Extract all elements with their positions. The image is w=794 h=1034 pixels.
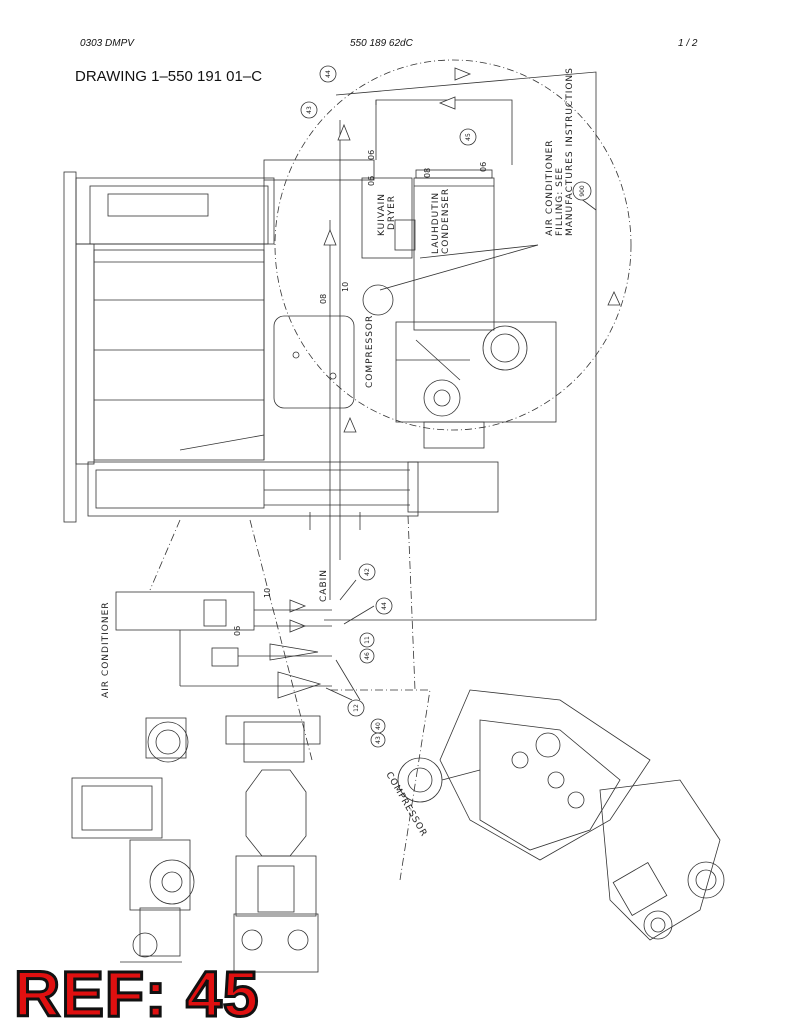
balloon-12: 12 (353, 704, 360, 712)
dryer (361, 177, 413, 259)
balloon-43b: 43 (375, 736, 382, 744)
balloon-44b: 44 (381, 602, 388, 610)
air-conditioner-unit (115, 591, 255, 631)
drawing-title: DRAWING 1–550 191 01–C (75, 68, 263, 85)
part-number: 550 189 62dC (350, 38, 413, 49)
label-condenser-fi: LAUHDUTIN (431, 192, 441, 254)
ref-stamp: REF: 45 (12, 958, 260, 1030)
label-cabin: CABIN (319, 569, 329, 602)
label-dryer-fi: KUIVAIN (377, 193, 387, 236)
balloon-900: 900 (579, 185, 586, 197)
hose-route-main (324, 71, 597, 621)
lower-side-view (71, 717, 195, 963)
label-compressor: COMPRESSOR (365, 315, 375, 388)
label-air-conditioner: AIR CONDITIONER (101, 601, 111, 698)
label-ac-note-2: FILLING: SEE (555, 167, 565, 236)
port-08b: 08 (319, 294, 328, 304)
balloon-40: 40 (375, 722, 382, 730)
label-compressor-lower: COMPRESSOR (383, 771, 428, 839)
tank (273, 315, 355, 409)
port-10b: 10 (263, 588, 272, 598)
balloon-45: 45 (465, 133, 472, 141)
detail-circle (274, 59, 632, 431)
port-06c: 06 (479, 162, 488, 172)
port-10a: 10 (341, 282, 350, 292)
doc-code: 0303 DMPV (80, 38, 134, 49)
port-06d: 06 (233, 626, 242, 636)
lower-top-view (225, 715, 321, 973)
machine-body (63, 171, 77, 523)
port-06a: 06 (367, 150, 376, 160)
label-condenser-en: CONDENSER (441, 188, 451, 254)
hose-route-upper (375, 99, 513, 165)
balloon-11: 11 (364, 636, 371, 644)
port-06b: 06 (367, 176, 376, 186)
engine-isometric (397, 689, 725, 941)
balloon-46: 46 (364, 652, 371, 660)
page-number: 1 / 2 (678, 38, 698, 49)
balloon-42: 42 (364, 568, 371, 576)
balloon-44: 44 (325, 70, 332, 78)
label-dryer-en: DRYER (387, 195, 397, 230)
label-ac-note-1: AIR CONDITIONER (545, 139, 555, 236)
compressor (362, 284, 394, 316)
port-08a: 08 (423, 168, 432, 178)
balloon-43: 43 (306, 106, 313, 114)
label-ac-note-3: MANUFACTURES INSTRUCTIONS (565, 67, 575, 236)
